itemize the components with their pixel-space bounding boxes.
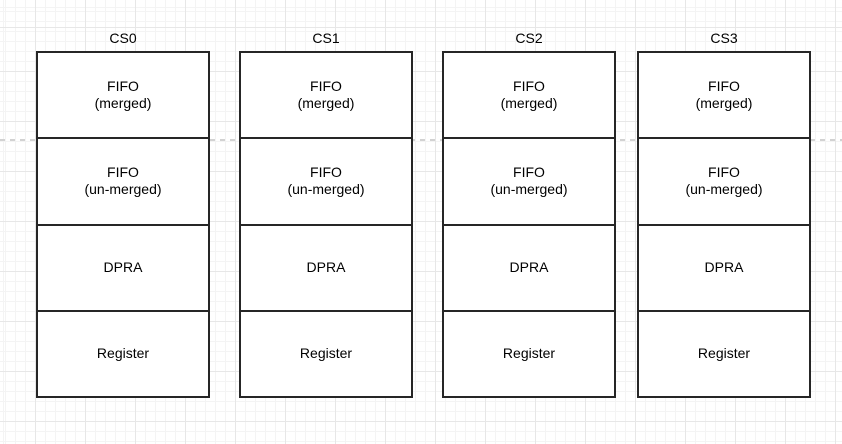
column-label-cs0[interactable]: CS0 <box>109 30 137 46</box>
block-text-line: DPRA <box>103 259 143 276</box>
block-text-line: (un-merged) <box>685 181 763 198</box>
block-text-line: (merged) <box>297 95 355 112</box>
block-cs0-dpra[interactable]: DPRA <box>38 223 208 310</box>
block-text-line: FIFO <box>310 78 342 95</box>
block-cs2-fifo-merged[interactable]: FIFO (merged) <box>444 53 614 137</box>
block-text-line: DPRA <box>306 259 346 276</box>
block-cs1-fifo-merged[interactable]: FIFO (merged) <box>241 53 411 137</box>
block-cs3-register[interactable]: Register <box>639 309 809 396</box>
block-text-line: FIFO <box>310 164 342 181</box>
stack-cs0: FIFO (merged) FIFO (un-merged) DPRA Regi… <box>36 51 210 398</box>
block-cs0-register[interactable]: Register <box>38 309 208 396</box>
block-text-line: (un-merged) <box>84 181 162 198</box>
block-cs2-fifo-unmerged[interactable]: FIFO (un-merged) <box>444 137 614 223</box>
block-cs0-fifo-merged[interactable]: FIFO (merged) <box>38 53 208 137</box>
block-text-line: DPRA <box>509 259 549 276</box>
block-text-line: FIFO <box>513 78 545 95</box>
block-cs1-dpra[interactable]: DPRA <box>241 223 411 310</box>
block-cs3-fifo-merged[interactable]: FIFO (merged) <box>639 53 809 137</box>
block-text-line: FIFO <box>107 164 139 181</box>
block-cs3-dpra[interactable]: DPRA <box>639 223 809 310</box>
stack-cs1: FIFO (merged) FIFO (un-merged) DPRA Regi… <box>239 51 413 398</box>
block-cs1-register[interactable]: Register <box>241 309 411 396</box>
block-text-line: FIFO <box>513 164 545 181</box>
stack-cs2: FIFO (merged) FIFO (un-merged) DPRA Regi… <box>442 51 616 398</box>
column-label-cs2[interactable]: CS2 <box>515 30 543 46</box>
block-text-line: (merged) <box>695 95 753 112</box>
block-cs2-dpra[interactable]: DPRA <box>444 223 614 310</box>
block-cs0-fifo-unmerged[interactable]: FIFO (un-merged) <box>38 137 208 223</box>
column-cs1: CS1 FIFO (merged) FIFO (un-merged) DPRA … <box>239 28 413 398</box>
column-cs2: CS2 FIFO (merged) FIFO (un-merged) DPRA … <box>442 28 616 398</box>
block-text-line: FIFO <box>107 78 139 95</box>
stack-cs3: FIFO (merged) FIFO (un-merged) DPRA Regi… <box>637 51 811 398</box>
block-text-line: DPRA <box>704 259 744 276</box>
block-text-line: (un-merged) <box>490 181 568 198</box>
block-text-line: FIFO <box>708 78 740 95</box>
block-text-line: Register <box>697 345 751 362</box>
block-text-line: (merged) <box>94 95 152 112</box>
block-cs2-register[interactable]: Register <box>444 309 614 396</box>
page-break-dashed-line <box>0 139 842 141</box>
block-text-line: Register <box>502 345 556 362</box>
block-text-line: (un-merged) <box>287 181 365 198</box>
block-text-line: Register <box>299 345 353 362</box>
column-label-cs1[interactable]: CS1 <box>312 30 340 46</box>
block-cs1-fifo-unmerged[interactable]: FIFO (un-merged) <box>241 137 411 223</box>
block-text-line: FIFO <box>708 164 740 181</box>
column-cs3: CS3 FIFO (merged) FIFO (un-merged) DPRA … <box>637 28 811 398</box>
column-cs0: CS0 FIFO (merged) FIFO (un-merged) DPRA … <box>36 28 210 398</box>
column-label-cs3[interactable]: CS3 <box>710 30 738 46</box>
block-text-line: (merged) <box>500 95 558 112</box>
block-text-line: Register <box>96 345 150 362</box>
block-cs3-fifo-unmerged[interactable]: FIFO (un-merged) <box>639 137 809 223</box>
